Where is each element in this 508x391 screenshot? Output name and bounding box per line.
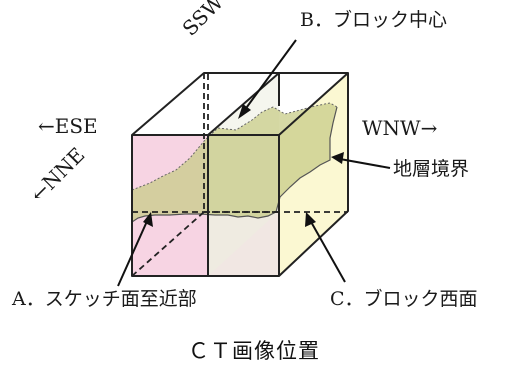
stratum-boundary-line	[131, 106, 338, 223]
visible-edges	[131, 72, 349, 277]
arrow-heads	[143, 104, 344, 227]
leader-arrows	[117, 39, 391, 287]
label-wnw-direction: WNW→	[362, 116, 438, 140]
label-sketch-face: A．スケッチ面至近部	[12, 288, 197, 310]
stratum-top-edge	[131, 102, 338, 191]
figure-caption: ＣＴ画像位置	[188, 339, 320, 363]
label-ese-direction: ←ESE	[38, 114, 98, 138]
label-stratum-boundary: 地層境界	[393, 158, 470, 180]
stratum-boundary-surface	[132, 103, 337, 222]
label-block-center: B．ブロック中心	[300, 9, 447, 31]
hidden-edges	[131, 73, 348, 277]
label-block-west-face: C．ブロック西面	[330, 288, 478, 310]
